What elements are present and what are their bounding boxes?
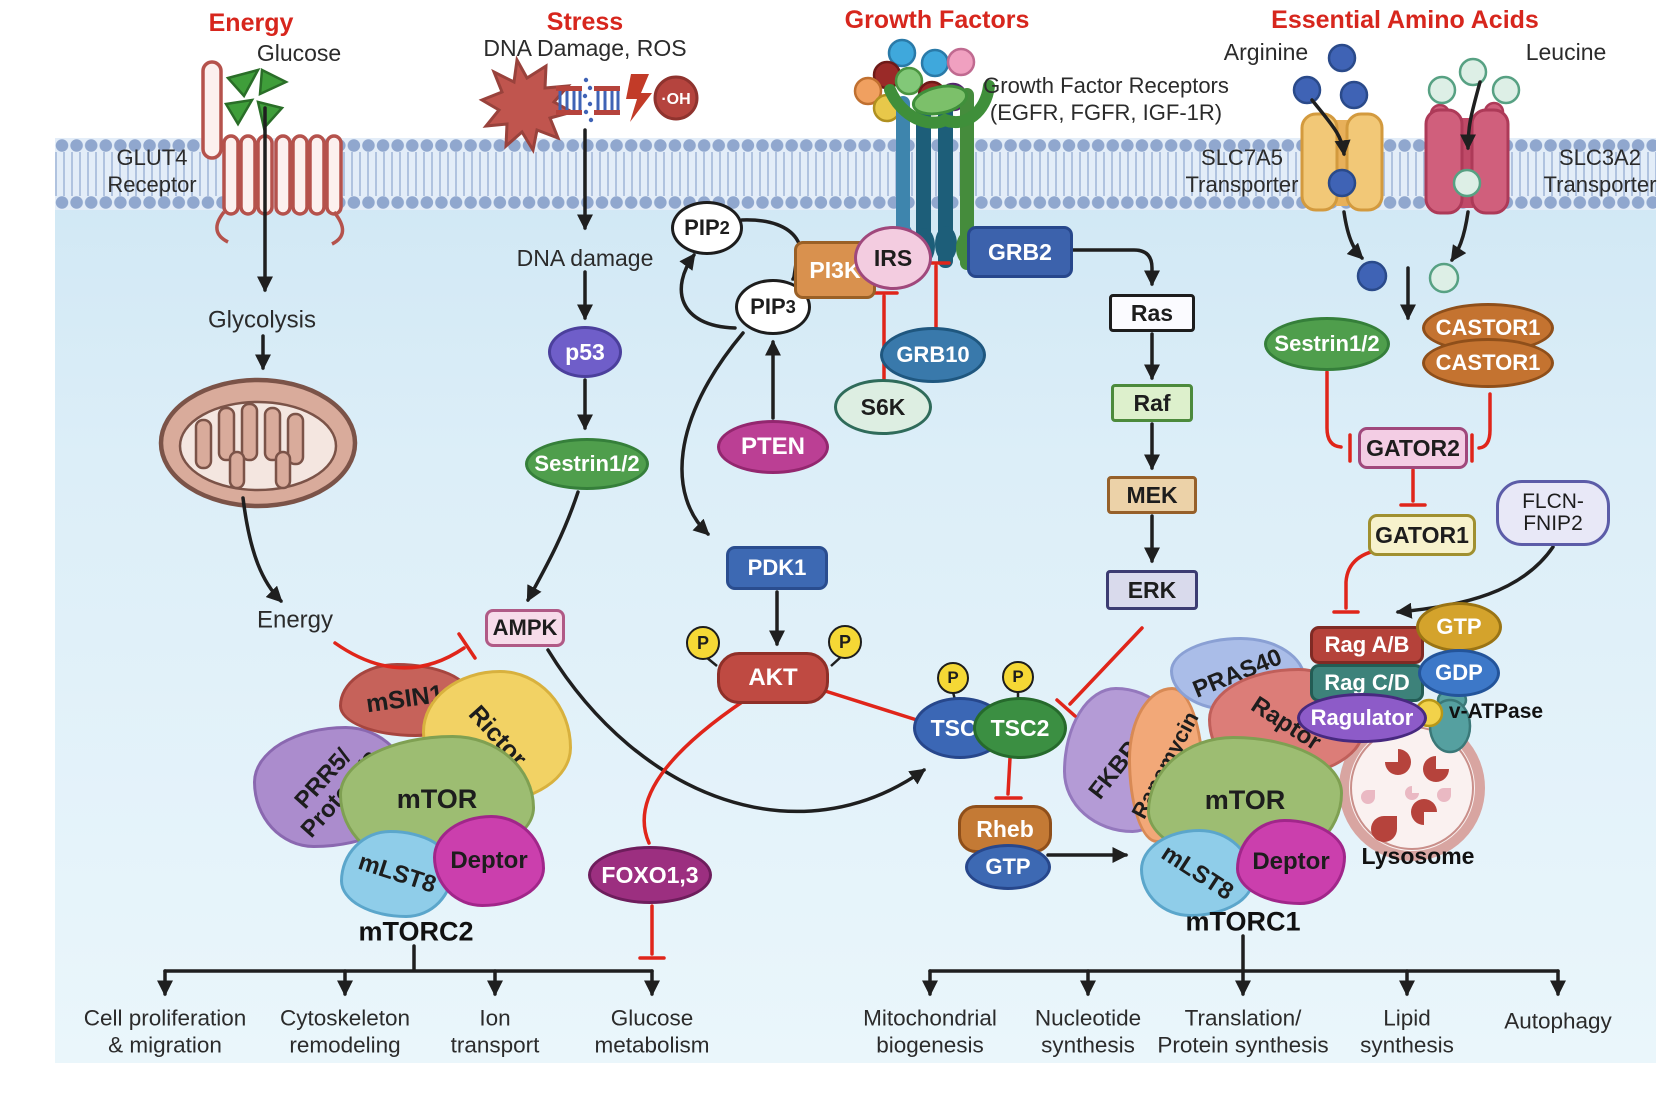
mtor-label: mTOR [396,784,478,815]
output-mitochondrial-biogenesis: Mitochondrial biogenesis [863,1005,997,1058]
title-essential-amino-acids: Essential Amino Acids [1271,5,1539,34]
node-ras: Ras [1109,294,1195,332]
output-autophagy: Autophagy [1504,1008,1612,1034]
phospho-tsc2: P [1002,661,1034,693]
v-atpase-label: v-ATPase [1448,700,1544,724]
title-energy: Energy [208,8,294,37]
mtorc1-deptor: Deptor [1236,819,1346,905]
node-gator1: GATOR1 [1368,514,1476,556]
leucine-label: Leucine [1525,38,1607,65]
node-grb2: GRB2 [967,226,1073,278]
lipid-tails [55,152,1656,196]
pip2-sub: 2 [719,217,730,239]
node-gtp: GTP [1416,602,1502,652]
node-rag-ab: Rag A/B [1310,626,1424,664]
growth-factor-ligands-icon [853,38,976,123]
glucose-molecules-icon [223,68,289,131]
node-grb10: GRB10 [880,327,986,383]
mlst81-label: mLST8 [1156,839,1239,906]
node-foxo13: FOXO1,3 [588,846,712,904]
node-rheb-gtp: GTP [965,844,1051,890]
node-pdk1: PDK1 [726,546,828,590]
title-growth-factors: Growth Factors [844,5,1030,34]
mtorc2-title: mTORC2 [358,916,474,947]
slc7a5-label: SLC7A5 Transporter [1185,145,1299,197]
deptor1-label: Deptor [1252,847,1330,875]
hydroxyl-radical-icon: ·OH [653,75,699,121]
title-stress: Stress [546,7,624,36]
output-glucose-metabolism: Glucose metabolism [594,1005,710,1058]
node-ragulator: Ragulator [1297,693,1427,743]
energy-label: Energy [256,606,334,634]
node-tsc2: TSC2 [973,697,1067,759]
lipid-heads-bottom [55,195,1656,210]
mtor1-label: mTOR [1204,785,1286,816]
phospho-tsc1: P [937,662,969,694]
slc3a2-label: SLC3A2 Transporter [1543,145,1657,197]
output-translation-protein-synthesis: Translation/ Protein synthesis [1157,1005,1329,1058]
phospho-akt-left: P [686,626,720,660]
lipid-heads-top [55,138,1656,153]
dna-damage-ros-label: DNA Damage, ROS [483,34,687,61]
node-erk: ERK [1106,570,1198,610]
node-p53: p53 [548,326,622,378]
mlst8-label: mLST8 [354,848,440,899]
node-sestrin12-left: Sestrin1/2 [525,438,649,490]
gf-receptors-label: Growth Factor Receptors (EGFR, FGFR, IGF… [983,73,1229,125]
node-castor1-bottom: CASTOR1 [1422,338,1554,388]
lightning-icon [626,74,652,122]
stress-burst-icon [478,55,576,155]
arginine-label: Arginine [1223,38,1309,65]
output-lipid-synthesis: Lipid synthesis [1360,1005,1454,1058]
node-akt: AKT [717,652,829,704]
output-nucleotide-synthesis: Nucleotide synthesis [1034,1005,1142,1058]
node-flcn-fnip2: FLCN- FNIP2 [1496,480,1610,546]
deptor-label: Deptor [450,846,528,874]
glucose-label: Glucose [256,39,342,66]
node-gator2: GATOR2 [1358,427,1468,469]
node-s6k: S6K [834,379,932,435]
node-mek: MEK [1107,476,1197,514]
node-irs: IRS [854,226,932,290]
pip3-sub: 3 [785,296,796,318]
node-sestrin12-right: Sestrin1/2 [1264,317,1390,371]
output-cytoskeleton: Cytoskeleton remodeling [279,1005,411,1058]
glut4-receptor-label: GLUT4 Receptor [107,145,197,197]
mtorc2-deptor: Deptor [433,815,545,907]
plasma-membrane [55,138,1656,210]
mtorc1-title: mTORC1 [1185,906,1301,937]
hydroxyl-label: ·OH [661,91,690,108]
dna-damage-label: DNA damage [516,244,654,271]
node-gdp: GDP [1418,649,1500,697]
glycolysis-label: Glycolysis [207,306,317,334]
phospho-akt-right: P [828,625,862,659]
lysosome-label: Lysosome [1361,842,1475,869]
node-pten: PTEN [717,420,829,474]
node-ampk: AMPK [485,609,565,647]
output-ion-transport: Ion transport [450,1005,540,1058]
dna-damage-icon [556,77,620,123]
pip2-base: PIP [684,215,720,241]
node-raf: Raf [1111,384,1193,422]
pip3-base: PIP [750,294,786,320]
output-cell-proliferation: Cell proliferation & migration [83,1005,247,1058]
